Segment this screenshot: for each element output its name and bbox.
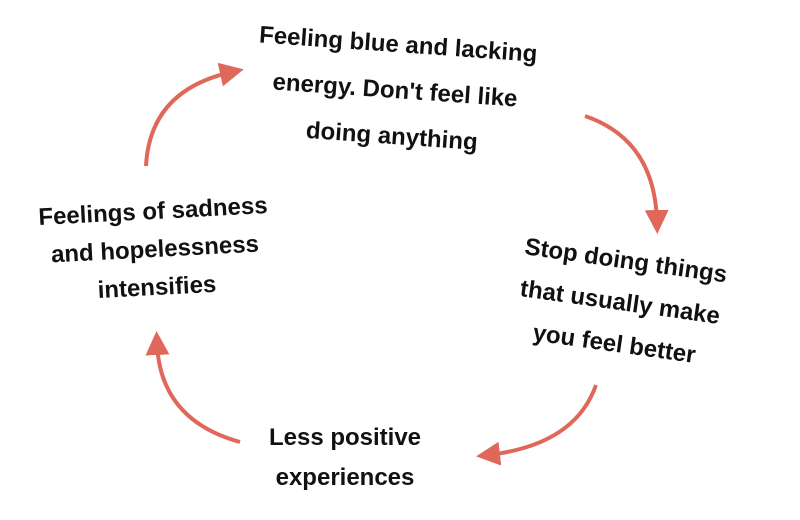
node-line: experiences	[275, 464, 415, 491]
node-feeling-blue: Feeling blue and lacking energy. Don't f…	[246, 12, 545, 170]
arrow-top-to-right	[584, 114, 669, 234]
arrow-right-to-bottom	[476, 384, 598, 466]
arrow-left-to-top	[144, 62, 244, 167]
node-less-positive-experiences: Less positive experiences	[250, 418, 440, 498]
arrow-bottom-to-left	[145, 331, 241, 444]
node-line: Less positive	[268, 424, 422, 451]
node-sadness-intensifies: Feelings of sadness and hopelessness int…	[22, 186, 288, 313]
